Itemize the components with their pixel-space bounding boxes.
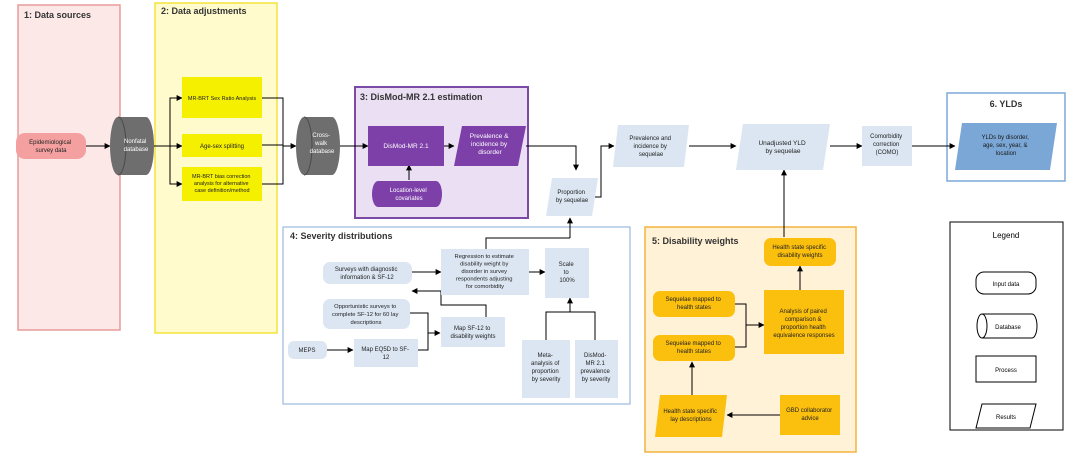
- svg-text:Analysis of paired compa: Analysis of paired comparison & proporti…: [773, 309, 834, 339]
- edge-nonfatal-sexratio: [152, 95, 183, 147]
- svg-text:Meta- analysis of: Meta- analysis of proportion by severity: [531, 353, 561, 383]
- node-dismod-prevalence-severity: DisMod- MR 2.1 prevalence by severity: [575, 340, 618, 398]
- svg-text:Health state specific di: Health state specific disability weights: [772, 245, 827, 259]
- node-age-sex-splitting: Age-sex splitting: [182, 134, 262, 157]
- node-map-sf12: Map SF-12 to disability weights: [441, 317, 505, 347]
- svg-text:YLDs by disorder, age, s: YLDs by disorder, age, sex, year, & loca…: [981, 135, 1030, 157]
- svg-text:MR-BRT Sex Ratio Analysis: MR-BRT Sex Ratio Analysis: [188, 96, 257, 102]
- svg-text:Health state specific la: Health state specific lay descriptions: [663, 409, 718, 423]
- edge-opportunistic-mapsf12: [410, 312, 441, 336]
- node-lay-descriptions: Health state specific lay descriptions: [655, 395, 727, 437]
- svg-text:Comorbidity correction: Comorbidity correction (COMO): [870, 134, 904, 156]
- legend-database: Database: [976, 313, 1038, 339]
- svg-text:MR-BRT bias correction a: MR-BRT bias correction analysis for alte…: [192, 174, 252, 194]
- legend-title: Legend: [993, 231, 1020, 240]
- svg-text:Prevalence & incidence b: Prevalence & incidence by disorder: [470, 133, 510, 156]
- edge-sexratio-crosswalk: [262, 97, 297, 149]
- node-unadjusted-yld: Unadjusted YLD by sequelae: [736, 124, 830, 170]
- node-sequelae-mapped-1: Sequelae mapped to health states: [653, 291, 735, 317]
- node-paired-comparison: Analysis of paired comparison & proporti…: [764, 290, 844, 354]
- edge-regression-up: [485, 237, 570, 249]
- svg-text:Epidemiological survey d: Epidemiological survey data: [29, 140, 73, 154]
- node-prevalence-incidence-disorder: Prevalence & incidence by disorder: [454, 126, 526, 166]
- edges: [86, 95, 956, 418]
- node-gbd-collaborator-advice: GBD collaborator advice: [780, 395, 840, 435]
- svg-text:Input data: Input data: [993, 282, 1020, 288]
- node-meta-analysis: Meta- analysis of proportion by severity: [522, 340, 570, 398]
- node-crosswalk-database: Cross- walk database: [296, 116, 340, 176]
- node-surveys-diagnostic: Surveys with diagnostic information & SF…: [323, 262, 412, 284]
- node-sequelae-mapped-2: Sequelae mapped to health states: [653, 335, 735, 361]
- edge-nonfatal-bias: [169, 146, 183, 187]
- section-title-4: 4: Severity distributions: [290, 231, 393, 241]
- node-mrbrt-bias-correction: MR-BRT bias correction analysis for alte…: [182, 167, 262, 201]
- svg-text:Scale to 100%: Scale to 100%: [559, 262, 576, 284]
- svg-text:Age-sex splitting: Age-sex splitting: [200, 144, 244, 150]
- svg-text:Sequelae mapped to healt: Sequelae mapped to health states: [665, 297, 722, 311]
- node-scale-100: Scale to 100%: [545, 248, 589, 298]
- svg-text:Surveys with diagnostic: Surveys with diagnostic information & SF…: [335, 267, 399, 281]
- node-opportunistic-surveys: Opportunistic surveys to complete SF-12 …: [323, 299, 410, 329]
- node-mrbrt-sex-ratio: MR-BRT Sex Ratio Analysis: [182, 77, 262, 118]
- svg-text:Database: Database: [995, 325, 1021, 331]
- svg-text:GBD collaborator advice: GBD collaborator advice: [786, 408, 834, 422]
- svg-text:Unadjusted YLD by sequel: Unadjusted YLD by sequelae: [758, 140, 807, 155]
- node-location-covariates: Location-level covariates: [372, 181, 442, 207]
- svg-text:Prevalence and incidence: Prevalence and incidence by sequelae: [629, 136, 672, 158]
- section-title-5: 5: Disability weights: [652, 236, 739, 246]
- svg-text:Regression to estimate d: Regression to estimate disability weight…: [455, 254, 516, 290]
- legend: Legend Input data Database Process Resul…: [949, 221, 1064, 431]
- svg-text:Opportunistic surveys to: Opportunistic surveys to complete SF-12 …: [332, 304, 400, 326]
- section-title-1: 1: Data sources: [24, 10, 91, 20]
- svg-text:Proportion by sequelae: Proportion by sequelae: [556, 190, 589, 204]
- legend-results: Results: [975, 403, 1037, 429]
- svg-text:Process: Process: [995, 368, 1017, 374]
- edge-proportion-prevseq: [595, 143, 615, 198]
- svg-text:DisMod-MR 2.1: DisMod-MR 2.1: [383, 143, 429, 150]
- legend-process: Process: [975, 355, 1037, 383]
- node-ylds-output: YLDs by disorder, age, sex, year, & loca…: [955, 123, 1057, 170]
- node-epidemiological-survey-data: Epidemiological survey data: [16, 133, 86, 159]
- svg-text:Nonfatal database: Nonfatal database: [124, 139, 149, 153]
- node-prevalence-incidence-sequelae: Prevalence and incidence by sequelae: [613, 125, 689, 167]
- svg-text:Map SF-12 to disability: Map SF-12 to disability weights: [450, 326, 495, 340]
- svg-text:Location-level covariate: Location-level covariates: [390, 188, 429, 202]
- node-regression: Regression to estimate disability weight…: [441, 249, 529, 295]
- section-title-6: 6. YLDs: [990, 99, 1023, 109]
- node-comorbidity-correction: Comorbidity correction (COMO): [862, 126, 912, 166]
- edge-bias-join: [262, 146, 284, 185]
- svg-text:Results: Results: [996, 415, 1016, 421]
- svg-text:Map EQ5D to SF- 12: Map EQ5D to SF- 12: [361, 347, 410, 361]
- node-proportion-by-sequelae: Proportion by sequelae: [546, 178, 598, 216]
- svg-text:DisMod- MR 2.1 pre: DisMod- MR 2.1 prevalence by severity: [580, 353, 611, 383]
- node-hs-disability-weights: Health state specific disability weights: [764, 238, 836, 266]
- node-nonfatal-database: Nonfatal database: [110, 116, 154, 176]
- node-map-eq5d: Map EQ5D to SF- 12: [354, 339, 418, 367]
- edge-previnc-proportion: [526, 145, 579, 171]
- svg-text:Cross- walk databa: Cross- walk database: [310, 133, 335, 155]
- edge-mapsf12-surveys: [411, 288, 487, 317]
- svg-text:Sequelae mapped to healt: Sequelae mapped to health states: [665, 341, 722, 355]
- section-title-3: 3: DisMod-MR 2.1 estimation: [360, 92, 483, 102]
- node-meps: MEPS: [288, 341, 327, 359]
- section-title-2: 2: Data adjustments: [161, 6, 247, 16]
- legend-input-data: Input data: [975, 271, 1037, 295]
- edge-eq5d-join: [418, 333, 429, 351]
- svg-text:MEPS: MEPS: [298, 348, 315, 354]
- section-data-sources: 1: Data sources: [17, 4, 121, 331]
- node-dismod-mr: DisMod-MR 2.1: [368, 126, 444, 166]
